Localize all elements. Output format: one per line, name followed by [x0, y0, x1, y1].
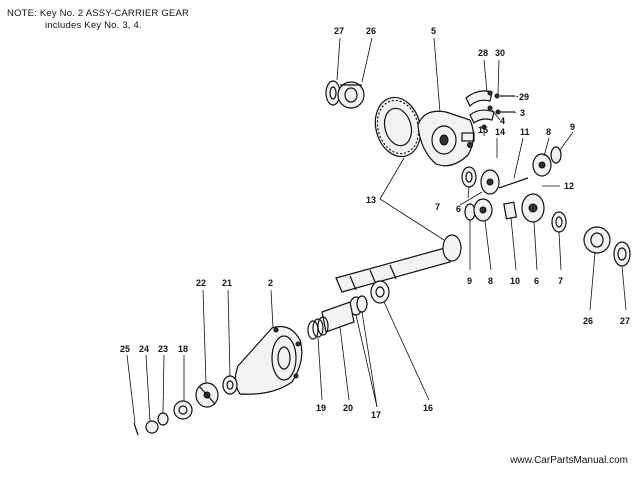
differential-case [417, 110, 475, 167]
bearing-18 [173, 400, 193, 420]
callout-8: 8 [546, 127, 551, 137]
pinion-bearing-16 [370, 280, 390, 304]
callout-26b: 26 [583, 316, 593, 326]
callout-7: 7 [435, 202, 440, 212]
callout-labels: 27 26 5 28 30 29 4 3 15 14 11 8 9 12 13 … [120, 26, 630, 420]
collapsible-spacer-20 [321, 301, 355, 333]
callout-17: 17 [371, 410, 381, 420]
callout-15: 15 [478, 125, 488, 135]
pinion-shaft-11 [498, 177, 529, 189]
callout-27: 27 [334, 26, 344, 36]
callout-7b: 7 [558, 276, 563, 286]
callout-28: 28 [478, 48, 488, 58]
website-footer: www.CarPartsManual.com [510, 455, 628, 466]
callout-2: 2 [268, 278, 273, 288]
washer-23 [157, 412, 169, 426]
callout-5: 5 [431, 26, 436, 36]
note-line-1: NOTE: Key No. 2 ASSY-CARRIER GEAR [7, 8, 190, 19]
callout-12: 12 [564, 181, 574, 191]
washer-9b [464, 203, 476, 221]
note-line-2: includes Key No. 3, 4. [45, 20, 142, 31]
callout-11: 11 [520, 127, 530, 137]
pin-25 [133, 422, 139, 436]
callout-10: 10 [510, 276, 520, 286]
lock-pin-10 [503, 201, 518, 220]
callout-21: 21 [222, 278, 232, 288]
leader-lines [126, 37, 627, 424]
callout-30: 30 [495, 48, 505, 58]
bearing-26-upper [337, 81, 365, 109]
side-gear-washer-7a [461, 166, 477, 188]
callout-25: 25 [120, 344, 130, 354]
side-gear-6a [480, 169, 500, 195]
callout-9: 9 [570, 122, 575, 132]
pinion-gear-8b [473, 198, 493, 222]
callout-19: 19 [316, 403, 326, 413]
washer-7b [551, 211, 567, 233]
bearing-27-upper [325, 80, 341, 106]
drive-pinion [335, 234, 462, 293]
washer-9a [550, 146, 562, 164]
carrier-housing [234, 325, 303, 395]
callout-6: 6 [456, 204, 461, 214]
nut-24 [145, 420, 159, 434]
spacer-17 [349, 295, 368, 316]
callout-14: 14 [495, 127, 505, 137]
oil-seal-21 [222, 375, 238, 395]
note-text: NOTE: Key No. 2 ASSY-CARRIER GEAR includ… [7, 8, 189, 32]
ring-gear [374, 96, 422, 158]
callout-3: 3 [520, 108, 525, 118]
callout-26: 26 [366, 26, 376, 36]
callout-20: 20 [343, 403, 353, 413]
callout-29: 29 [519, 92, 529, 102]
bolt-parts [467, 90, 515, 148]
bearing-cap [465, 90, 495, 124]
side-gear-6b [521, 193, 545, 223]
callout-13: 13 [366, 195, 376, 205]
spring-19 [307, 316, 329, 340]
callout-24: 24 [139, 344, 149, 354]
companion-flange-22 [195, 382, 219, 408]
callout-18: 18 [178, 344, 188, 354]
pinion-gear-8a [532, 153, 552, 177]
callout-8b: 8 [488, 276, 493, 286]
callout-16: 16 [423, 403, 433, 413]
callout-4: 4 [500, 116, 505, 126]
callout-9b: 9 [467, 276, 472, 286]
bearing-27-lower [613, 241, 631, 267]
callout-6b: 6 [534, 276, 539, 286]
callout-27b: 27 [620, 316, 630, 326]
callout-23: 23 [158, 344, 168, 354]
callout-22: 22 [196, 278, 206, 288]
bearing-26-lower [583, 226, 611, 254]
